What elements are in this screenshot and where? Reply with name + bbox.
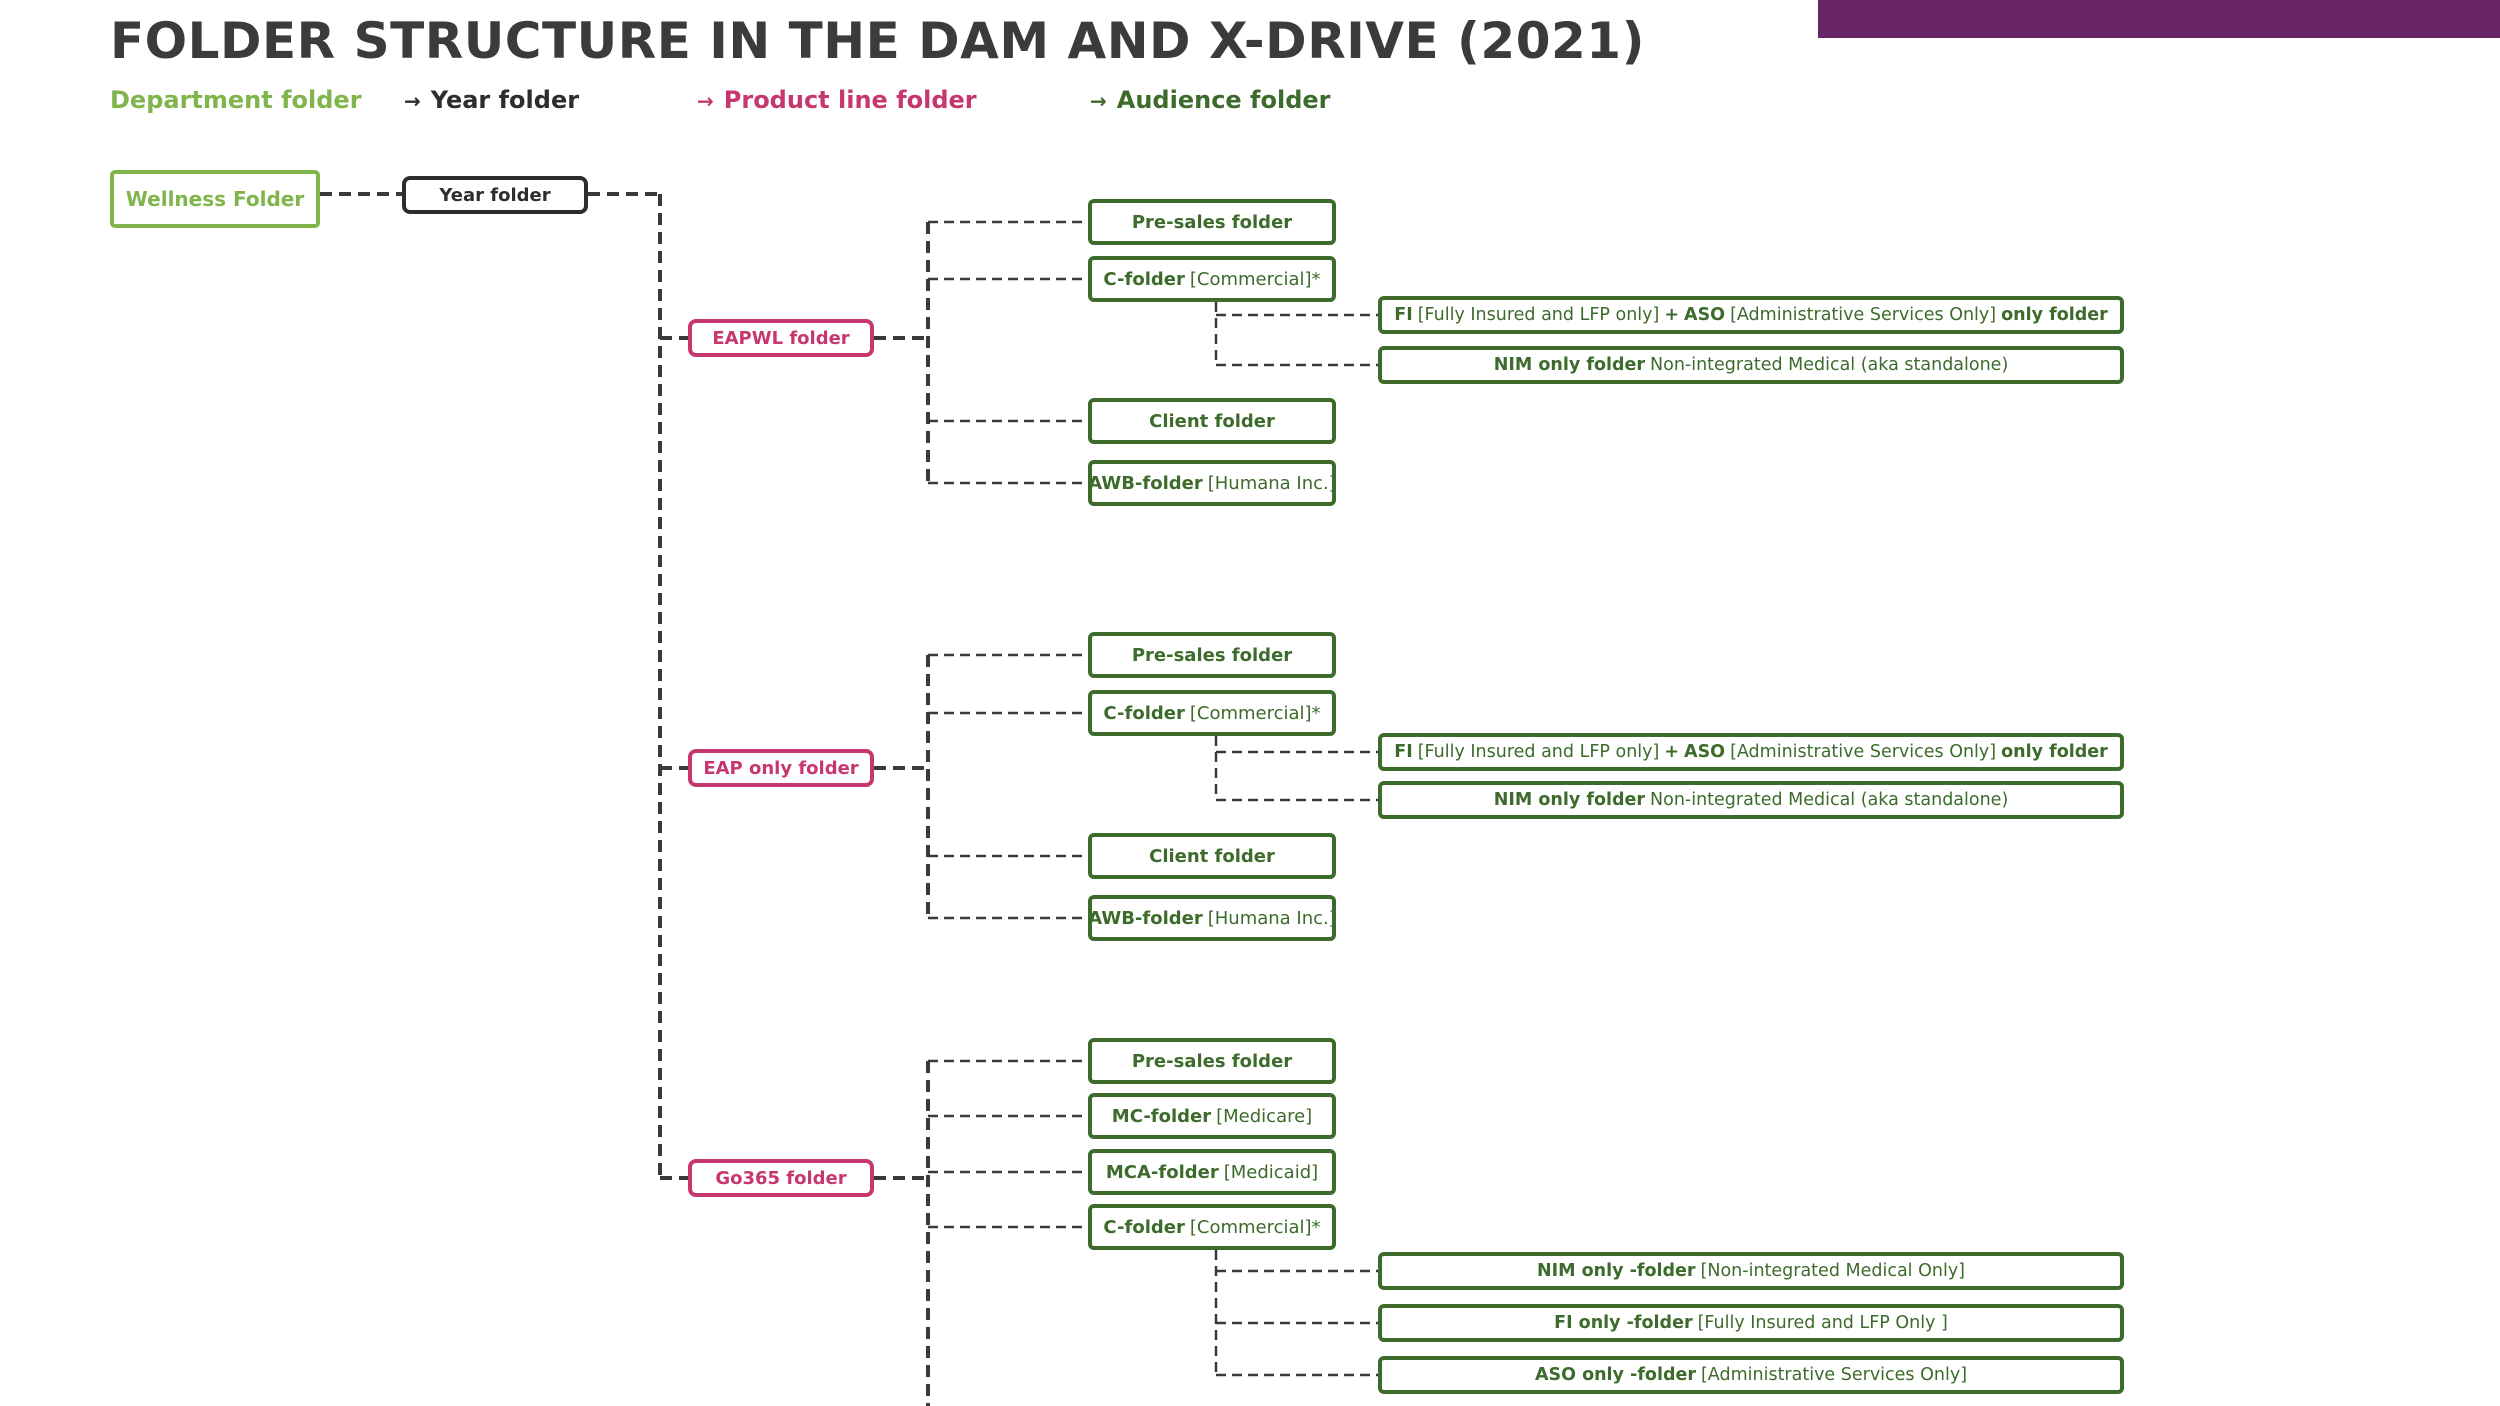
product-folder-label: EAPWL folder: [712, 327, 850, 349]
wellness-folder-label: Wellness Folder: [125, 187, 305, 211]
sub-folder-name: only folder: [2001, 742, 2108, 762]
legend-year: → Year folder: [404, 86, 579, 114]
audience-folder-detail: [Medicaid]: [1223, 1161, 1319, 1183]
audience-folder-node: AWB-folder[Humana Inc.]: [1088, 895, 1336, 941]
product-folder-label: EAP only folder: [703, 757, 859, 779]
sub-folder-detail: [Administrative Services Only]: [1700, 1365, 1968, 1385]
sub-folder-node: NIM only -folder[Non-integrated Medical …: [1378, 1252, 2124, 1290]
sub-folder-name: only folder: [2001, 305, 2108, 325]
audience-folder-detail: [Commercial]*: [1189, 268, 1321, 290]
sub-folder-detail: [Fully Insured and LFP only]: [1417, 305, 1660, 325]
sub-folder-name: FI: [1394, 305, 1413, 325]
audience-folder-name: C-folder: [1103, 702, 1185, 724]
audience-folder-name: AWB-folder: [1088, 907, 1203, 929]
legend-year-label: Year folder: [430, 86, 580, 114]
plus-icon: +: [1664, 742, 1680, 762]
audience-folder-name: MCA-folder: [1105, 1161, 1219, 1183]
sub-folder-name: FI: [1394, 742, 1413, 762]
legend-department-label: Department folder: [110, 86, 362, 114]
audience-folder-detail: [Commercial]*: [1189, 702, 1321, 724]
year-folder-node: Year folder: [402, 176, 588, 214]
legend-audience: → Audience folder: [1090, 86, 1331, 114]
plus-icon: +: [1664, 305, 1680, 325]
product-folder-label: Go365 folder: [715, 1167, 847, 1189]
sub-folder-detail: [Fully Insured and LFP Only ]: [1697, 1313, 1948, 1333]
legend-product: → Product line folder: [697, 86, 977, 114]
audience-folder-name: C-folder: [1103, 1216, 1185, 1238]
header-accent-band: [1818, 0, 2500, 38]
audience-folder-name: AWB-folder: [1088, 472, 1203, 494]
audience-folder-name: Pre-sales folder: [1131, 211, 1293, 233]
audience-folder-name: Client folder: [1149, 410, 1275, 432]
sub-folder-name: ASO only -folder: [1534, 1365, 1696, 1385]
audience-folder-name: C-folder: [1103, 268, 1185, 290]
audience-folder-node: C-folder[Commercial]*: [1088, 256, 1336, 302]
audience-folder-name: MC-folder: [1111, 1105, 1212, 1127]
audience-folder-name: Pre-sales folder: [1131, 1050, 1293, 1072]
audience-folder-node: MC-folder[Medicare]: [1088, 1093, 1336, 1139]
sub-folder-detail: [Administrative Services Only]: [1730, 742, 1997, 762]
legend-department: Department folder: [110, 86, 362, 114]
audience-folder-name: Pre-sales folder: [1131, 644, 1293, 666]
audience-folder-node: Client folder: [1088, 398, 1336, 444]
audience-folder-detail: [Humana Inc.]: [1207, 472, 1336, 494]
arrow-right-icon: →: [697, 89, 714, 113]
sub-folder-detail: Non-integrated Medical (aka standalone): [1650, 790, 2009, 810]
audience-folder-detail: [Medicare]: [1216, 1105, 1313, 1127]
audience-folder-node: Pre-sales folder: [1088, 1038, 1336, 1084]
year-folder-label: Year folder: [439, 184, 551, 206]
audience-folder-node: AWB-folder[Humana Inc.]: [1088, 460, 1336, 506]
sub-folder-detail: [Administrative Services Only]: [1730, 305, 1997, 325]
arrow-right-icon: →: [1090, 89, 1107, 113]
arrow-right-icon: →: [404, 89, 421, 113]
sub-folder-name: ASO: [1684, 742, 1726, 762]
page-title: FOLDER STRUCTURE IN THE DAM AND X-DRIVE …: [110, 12, 1645, 70]
sub-folder-name: NIM only folder: [1493, 790, 1646, 810]
legend-audience-label: Audience folder: [1116, 86, 1331, 114]
sub-folder-detail: [Fully Insured and LFP only]: [1417, 742, 1660, 762]
product-folder-node: Go365 folder: [688, 1159, 874, 1197]
sub-folder-name: NIM only -folder: [1536, 1261, 1696, 1281]
audience-folder-node: Pre-sales folder: [1088, 199, 1336, 245]
product-folder-node: EAPWL folder: [688, 319, 874, 357]
audience-folder-node: C-folder[Commercial]*: [1088, 690, 1336, 736]
sub-folder-node: FI only -folder[Fully Insured and LFP On…: [1378, 1304, 2124, 1342]
sub-folder-detail: Non-integrated Medical (aka standalone): [1650, 355, 2009, 375]
sub-folder-name: ASO: [1684, 305, 1726, 325]
audience-folder-detail: [Commercial]*: [1189, 1216, 1321, 1238]
audience-folder-detail: [Humana Inc.]: [1207, 907, 1336, 929]
legend-product-label: Product line folder: [723, 86, 977, 114]
sub-folder-name: NIM only folder: [1493, 355, 1646, 375]
sub-folder-name: FI only -folder: [1554, 1313, 1693, 1333]
product-folder-node: EAP only folder: [688, 749, 874, 787]
audience-folder-node: Pre-sales folder: [1088, 632, 1336, 678]
sub-folder-detail: [Non-integrated Medical Only]: [1700, 1261, 1966, 1281]
audience-folder-node: Client folder: [1088, 833, 1336, 879]
audience-folder-name: Client folder: [1149, 845, 1275, 867]
sub-folder-node: ASO only -folder[Administrative Services…: [1378, 1356, 2124, 1394]
sub-folder-node: FI[Fully Insured and LFP only]+ASO[Admin…: [1378, 296, 2124, 334]
sub-folder-node: FI[Fully Insured and LFP only]+ASO[Admin…: [1378, 733, 2124, 771]
audience-folder-node: C-folder[Commercial]*: [1088, 1204, 1336, 1250]
wellness-folder-node: Wellness Folder: [110, 170, 320, 228]
audience-folder-node: MCA-folder[Medicaid]: [1088, 1149, 1336, 1195]
